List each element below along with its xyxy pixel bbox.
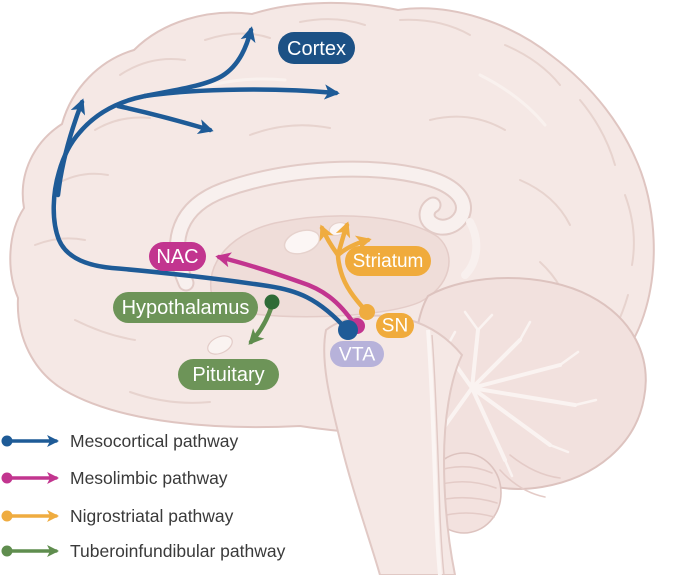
legend-item-tuberoinfundibular: Tuberoinfundibular pathway [1, 541, 286, 561]
region-hypothalamus: Hypothalamus [113, 292, 258, 323]
sn-label: SN [382, 316, 408, 337]
legend-item-mesocortical: Mesocortical pathway [1, 431, 239, 451]
legend-dot-nigrostriatal [1, 510, 13, 522]
legend: Mesocortical pathway Mesolimbic pathway … [1, 431, 286, 561]
striatum-pill [345, 246, 431, 276]
hypothalamus-label: Hypothalamus [122, 297, 250, 319]
legend-label-mesocortical: Mesocortical pathway [70, 431, 239, 451]
legend-label-nigrostriatal: Nigrostriatal pathway [70, 506, 234, 526]
legend-label-mesolimbic: Mesolimbic pathway [70, 468, 228, 488]
legend-dot-mesocortical [1, 435, 13, 447]
pituitary-label: Pituitary [192, 364, 264, 386]
mesocortical-origin-dot [338, 320, 358, 340]
region-striatum: Striatum [345, 246, 431, 276]
legend-item-nigrostriatal: Nigrostriatal pathway [1, 506, 234, 526]
mesocortical-branch-down [115, 103, 214, 135]
legend-label-tuberoinfundibular: Tuberoinfundibular pathway [70, 541, 286, 561]
mesocortical-branch-right [142, 84, 340, 100]
hypothalamus-pill [113, 292, 258, 323]
tuberoinfundibular-origin-dot [264, 294, 280, 310]
region-pituitary: Pituitary [178, 359, 279, 390]
mesocortical-trunk [51, 26, 351, 334]
legend-dot-tuberoinfundibular [1, 545, 13, 557]
brain-illustration [9, 1, 655, 575]
striatum-label: Striatum [353, 251, 424, 272]
cortex-label: Cortex [287, 38, 346, 60]
nigrostriatal-branch-right [335, 235, 372, 258]
legend-dot-mesolimbic [1, 472, 13, 484]
vta-pill [330, 341, 384, 367]
mesolimbic-arrow [215, 252, 358, 328]
nigrostriatal-stem [335, 252, 369, 314]
mesolimbic-pathway [215, 252, 358, 328]
nigrostriatal-pathway [319, 221, 372, 314]
pituitary-pill [178, 359, 279, 390]
corpus-callosum [169, 160, 472, 292]
nac-label: NAC [156, 246, 198, 268]
region-nac: NAC [149, 242, 206, 271]
nac-pill [149, 242, 206, 271]
vta-label: VTA [339, 344, 375, 366]
mesocortical-pathway [51, 26, 351, 334]
mesocortical-branch-frontal [55, 98, 86, 198]
cortex-pill [278, 32, 355, 64]
sn-pill [376, 313, 414, 338]
legend-item-mesolimbic: Mesolimbic pathway [1, 468, 228, 488]
inner-diencephalon [210, 215, 450, 318]
region-vta: VTA [330, 341, 384, 367]
region-cortex: Cortex [278, 32, 355, 64]
region-sn: SN [376, 313, 414, 338]
nigrostriatal-origin-dot [359, 304, 375, 320]
